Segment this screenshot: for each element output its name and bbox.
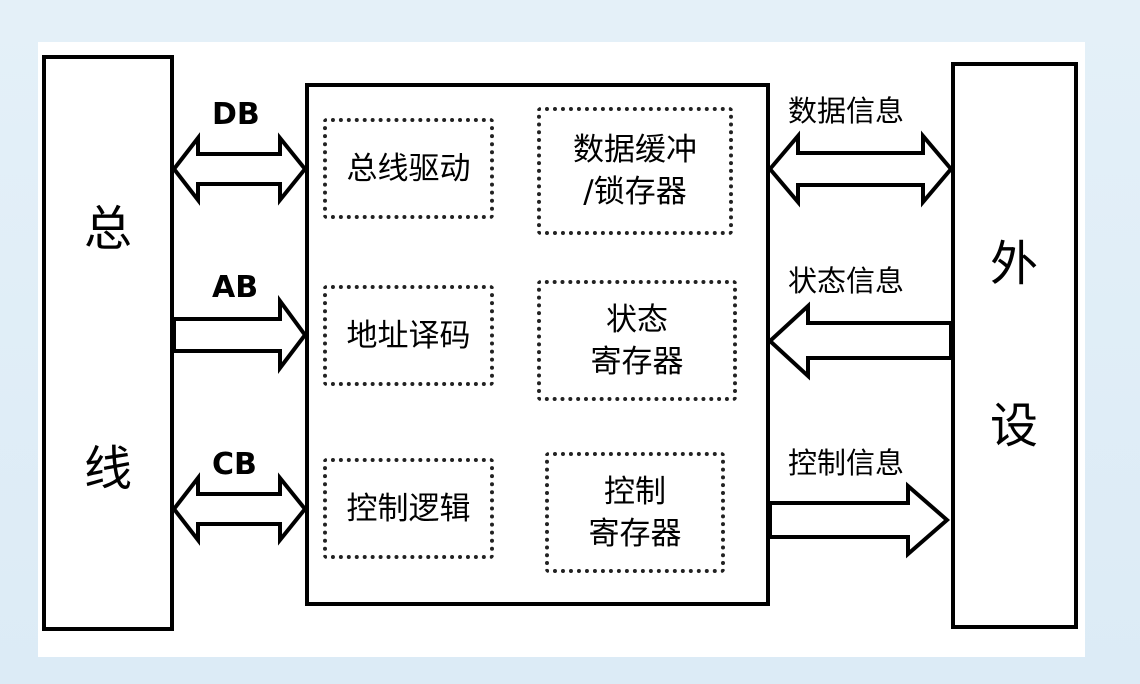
control-logic-block: 控制逻辑 [323, 458, 494, 559]
data-info-double-arrow [767, 130, 954, 208]
status-info-label: 状态信息 [788, 264, 905, 298]
status-register-block: 状态 寄存器 [537, 280, 737, 401]
cb-label: CB [212, 447, 257, 482]
ab-arrow [172, 294, 308, 374]
address-decode-block: 地址译码 [323, 285, 494, 386]
status-info-arrow [767, 301, 953, 381]
control-register-label-line2: 寄存器 [588, 515, 682, 552]
address-decode-label: 地址译码 [346, 317, 471, 354]
peripheral-label-char2: 设 [989, 398, 1038, 454]
bus-label-char1: 总 [83, 201, 132, 257]
data-buffer-label-line1: 数据缓冲 [573, 132, 697, 168]
control-info-arrow [768, 481, 951, 559]
control-register-label-line1: 控制 [604, 473, 666, 510]
bus-box [42, 55, 174, 631]
peripheral-label-char1: 外 [989, 236, 1038, 292]
db-double-arrow [171, 132, 308, 206]
ab-label: AB [212, 270, 259, 305]
bus-label-char2: 线 [83, 441, 132, 497]
bus-driver-block: 总线驱动 [323, 118, 494, 219]
control-info-label: 控制信息 [788, 446, 905, 480]
control-register-block: 控制 寄存器 [545, 452, 725, 573]
data-buffer-label-line2: /锁存器 [583, 174, 687, 210]
status-register-label-line2: 寄存器 [590, 343, 684, 380]
data-buffer-block: 数据缓冲 /锁存器 [537, 107, 733, 235]
bus-driver-label: 总线驱动 [346, 150, 471, 187]
data-info-label: 数据信息 [788, 94, 905, 128]
control-logic-label: 控制逻辑 [346, 490, 471, 527]
cb-double-arrow [171, 472, 308, 546]
status-register-label-line1: 状态 [606, 301, 668, 338]
db-label: DB [212, 97, 260, 132]
